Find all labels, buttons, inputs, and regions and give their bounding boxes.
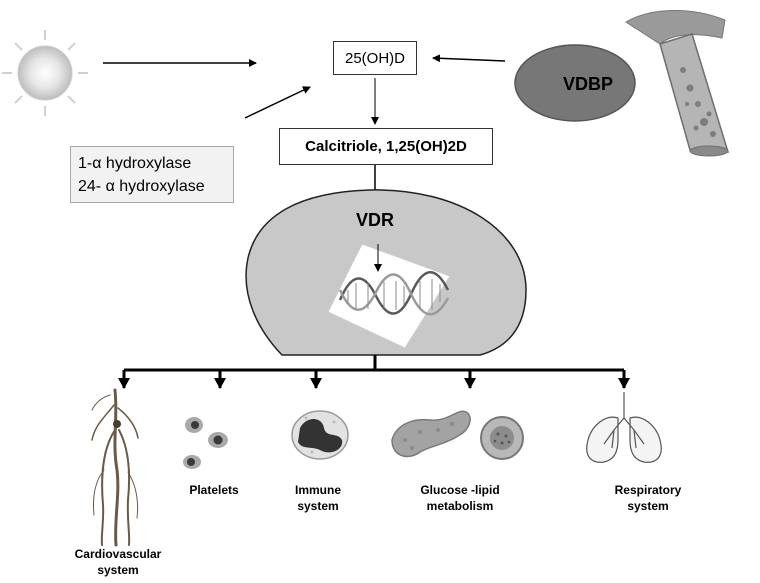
pancreas-icon [391, 410, 471, 458]
enzyme-2-label: 24- α hydroxylase [78, 177, 205, 195]
target-label-respiratory: Respiratory system [614, 483, 682, 513]
lungs-icon [586, 392, 662, 463]
sun-icon [2, 30, 88, 116]
enzymes-arrow [244, 86, 311, 119]
vdbp-ellipse [514, 44, 636, 122]
target-label-glucose-lipid: Glucose -lipid metabolism [420, 483, 500, 513]
target-label-immune: Immune system [294, 483, 341, 513]
vdbp-label: VDBP [563, 74, 613, 94]
nucleus-square [327, 243, 451, 349]
target-label-platelets: Platelets [189, 483, 239, 497]
25ohd-label: 25(OH)D [344, 49, 405, 67]
blood-vessels-icon [91, 388, 139, 547]
enzyme-1-label: 1-α hydroxylase [78, 154, 192, 172]
enzymes-box: 1-α hydroxylase 24- α hydroxylase [70, 146, 234, 203]
calcitriol-box: Calcitriole, 1,25(OH)2D [279, 128, 493, 165]
vdbp-to-25ohd-arrow [432, 54, 506, 63]
branch-tree [118, 355, 630, 389]
vdr-label: VDR [356, 210, 394, 230]
platelets-icon [183, 417, 228, 469]
calcitriol-label: Calcitriole, 1,25(OH)2D [305, 138, 467, 155]
dna-helix-icon [338, 271, 450, 316]
immune-cell-icon [291, 410, 349, 460]
blood-vessel-icon [625, 9, 730, 157]
25ohd-box: 25(OH)D [333, 41, 417, 75]
target-label-cardiovascular: Cardiovascular system [74, 547, 162, 577]
islet-icon [480, 416, 524, 460]
